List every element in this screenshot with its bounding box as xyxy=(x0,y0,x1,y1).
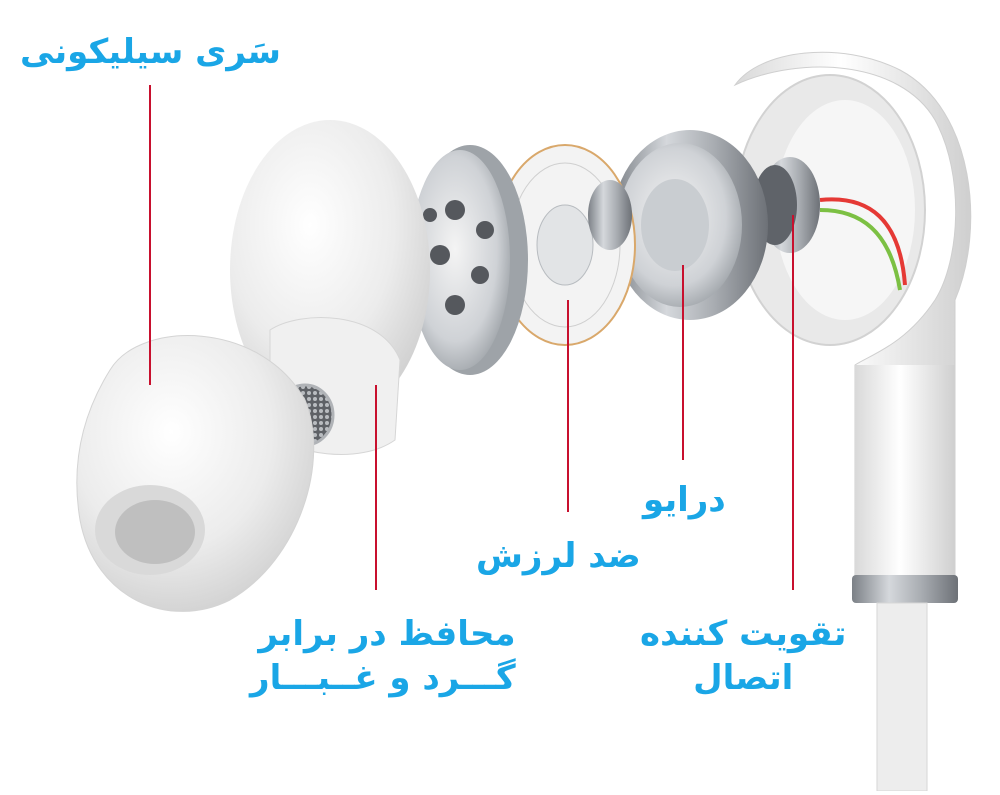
earbud-stem xyxy=(852,365,958,792)
stem-metal-ring xyxy=(852,575,958,603)
label-connection-booster-line2: اتصال xyxy=(693,658,794,699)
perforated-metal-disk xyxy=(410,145,528,375)
label-driver: درایو xyxy=(643,480,726,520)
label-connection-booster-line1: تقویت کننده xyxy=(640,614,847,654)
label-dust-guard-line1: محافظ در برابر xyxy=(258,614,516,654)
driver-part xyxy=(612,130,768,320)
label-dust-guard: محافظ در برابر گـــرد و غــبـــار xyxy=(250,612,516,700)
anti-vibration-part xyxy=(494,144,636,346)
cable xyxy=(876,602,928,792)
label-connection-booster: تقویت کننده اتصال xyxy=(640,612,846,700)
green-wire xyxy=(819,208,902,291)
label-silicone-tip: سَری سیلیکونی xyxy=(20,32,281,72)
label-anti-vibration: ضد لرزش xyxy=(476,536,641,576)
red-wire xyxy=(819,197,907,286)
label-dust-guard-line2: گـــرد و غــبـــار xyxy=(250,658,516,699)
leader-lines xyxy=(149,85,794,590)
silicone-tip-part xyxy=(76,335,315,612)
